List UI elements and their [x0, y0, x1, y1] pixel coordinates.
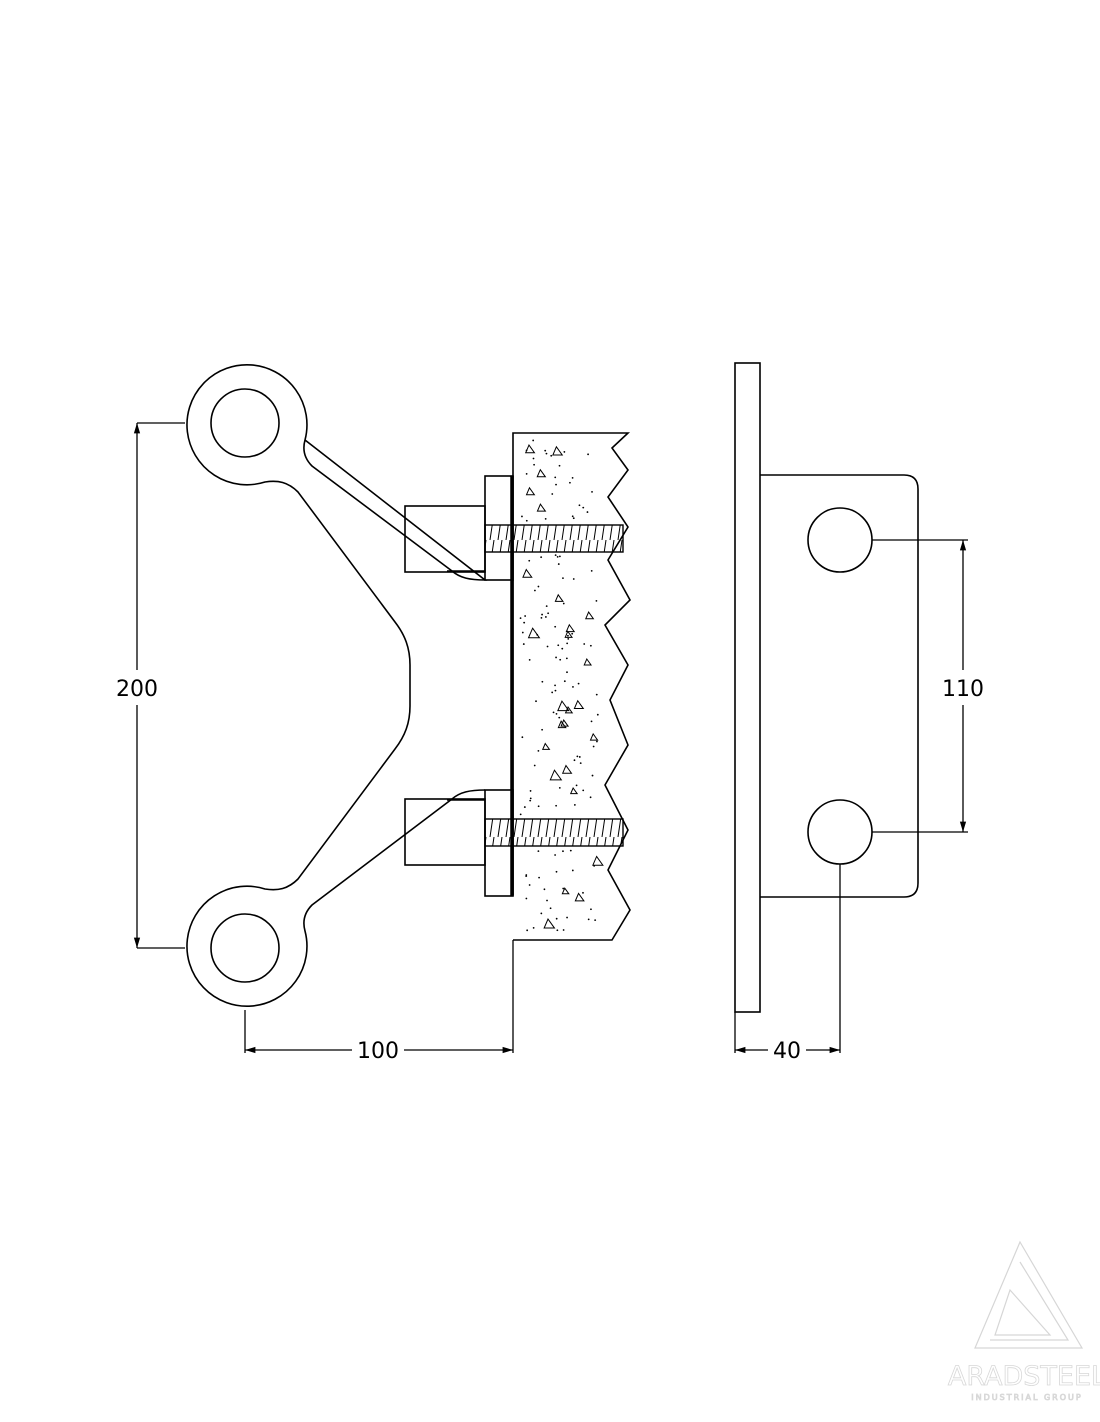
dimension-100: 100 [244, 940, 514, 1064]
anchor-bolt [484, 524, 624, 553]
spider-body [186, 364, 488, 1007]
base-plate [734, 362, 761, 1013]
anchor-bottom [404, 789, 624, 897]
anchor-top [404, 475, 624, 581]
arm-profile [760, 474, 919, 898]
dimension-label: 110 [942, 677, 984, 702]
anchor-bolt [484, 818, 624, 847]
dimension-200: 200 [116, 422, 185, 949]
bolt-hole-bottom [807, 799, 873, 865]
watermark-tagline: INDUSTRIAL GROUP [971, 1393, 1082, 1402]
concrete-aggregate [519, 439, 604, 932]
aradsteel-logo: ARADSTEEL INDUSTRIAL GROUP [947, 1240, 1100, 1402]
fixing-hole-top [210, 388, 280, 458]
dimension-40: 40 [734, 864, 841, 1064]
watermark-brand: ARADSTEEL [948, 1361, 1100, 1392]
side-view [734, 362, 919, 1013]
concrete-wall [512, 432, 631, 941]
bolt-hole-top [807, 507, 873, 573]
spider-fitting [186, 364, 488, 1007]
dimension-label: 100 [357, 1039, 399, 1064]
dimension-label: 40 [773, 1039, 801, 1064]
fixing-hole-bottom [210, 913, 280, 983]
dimension-110: 110 [872, 539, 984, 833]
dimension-label: 200 [116, 677, 158, 702]
